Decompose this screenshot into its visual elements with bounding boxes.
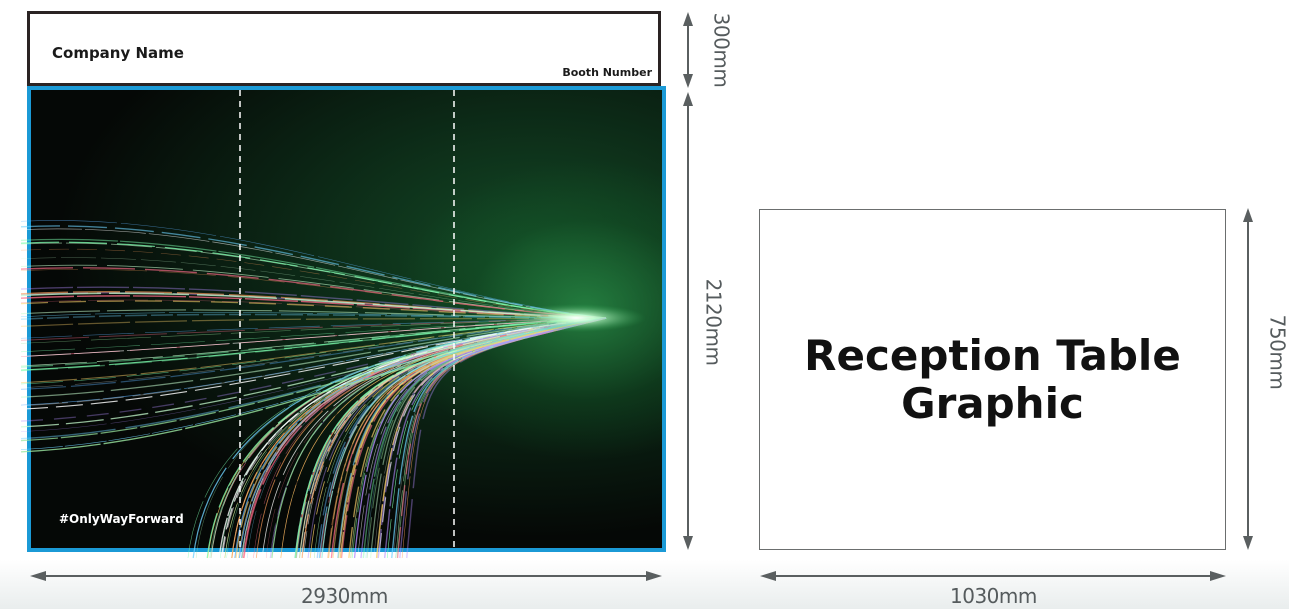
light-streak <box>348 317 607 559</box>
total-width-arrow <box>30 571 662 581</box>
light-streak <box>20 264 607 319</box>
light-streak <box>309 317 607 559</box>
light-streak <box>20 317 607 353</box>
light-streak <box>20 317 607 442</box>
light-streak <box>300 317 607 559</box>
company-name: Company Name <box>52 44 184 62</box>
header-height-arrow <box>683 12 693 88</box>
reception-title-line1: Reception Table <box>804 330 1181 380</box>
reception-table-title: Reception Table Graphic <box>804 330 1181 428</box>
light-streak <box>20 317 607 328</box>
light-streak <box>20 225 607 319</box>
table-width-label: 1030mm <box>950 584 1037 608</box>
light-streak <box>20 317 607 440</box>
graphic-height-arrow <box>683 92 693 550</box>
light-streak <box>353 317 607 559</box>
light-streak <box>20 317 607 432</box>
reception-title-line2: Graphic <box>901 378 1084 428</box>
light-streak <box>20 317 607 450</box>
header-panel: Company Name Booth Number <box>27 11 661 86</box>
reception-table-panel: Reception Table Graphic <box>759 209 1226 550</box>
light-streaks-graphic <box>20 90 646 559</box>
booth-number: Booth Number <box>562 66 652 79</box>
light-streak <box>20 317 607 422</box>
table-width-arrow <box>760 571 1226 581</box>
light-streak <box>20 309 607 319</box>
hashtag-text: #OnlyWayForward <box>59 512 184 526</box>
light-streak <box>395 317 607 559</box>
focal-glow <box>506 304 646 332</box>
table-height-arrow <box>1243 208 1253 550</box>
graphic-height-label: 2120mm <box>701 278 726 366</box>
total-width-label: 2930mm <box>301 584 388 608</box>
light-streak <box>20 317 607 428</box>
light-streak <box>339 317 607 559</box>
light-streak <box>20 317 607 453</box>
table-height-label: 750mm <box>1265 314 1289 390</box>
light-streak <box>377 317 607 559</box>
light-streak <box>187 317 607 559</box>
graphic-panel: #OnlyWayForward <box>20 86 666 559</box>
header-height-label: 300mm <box>709 12 734 88</box>
